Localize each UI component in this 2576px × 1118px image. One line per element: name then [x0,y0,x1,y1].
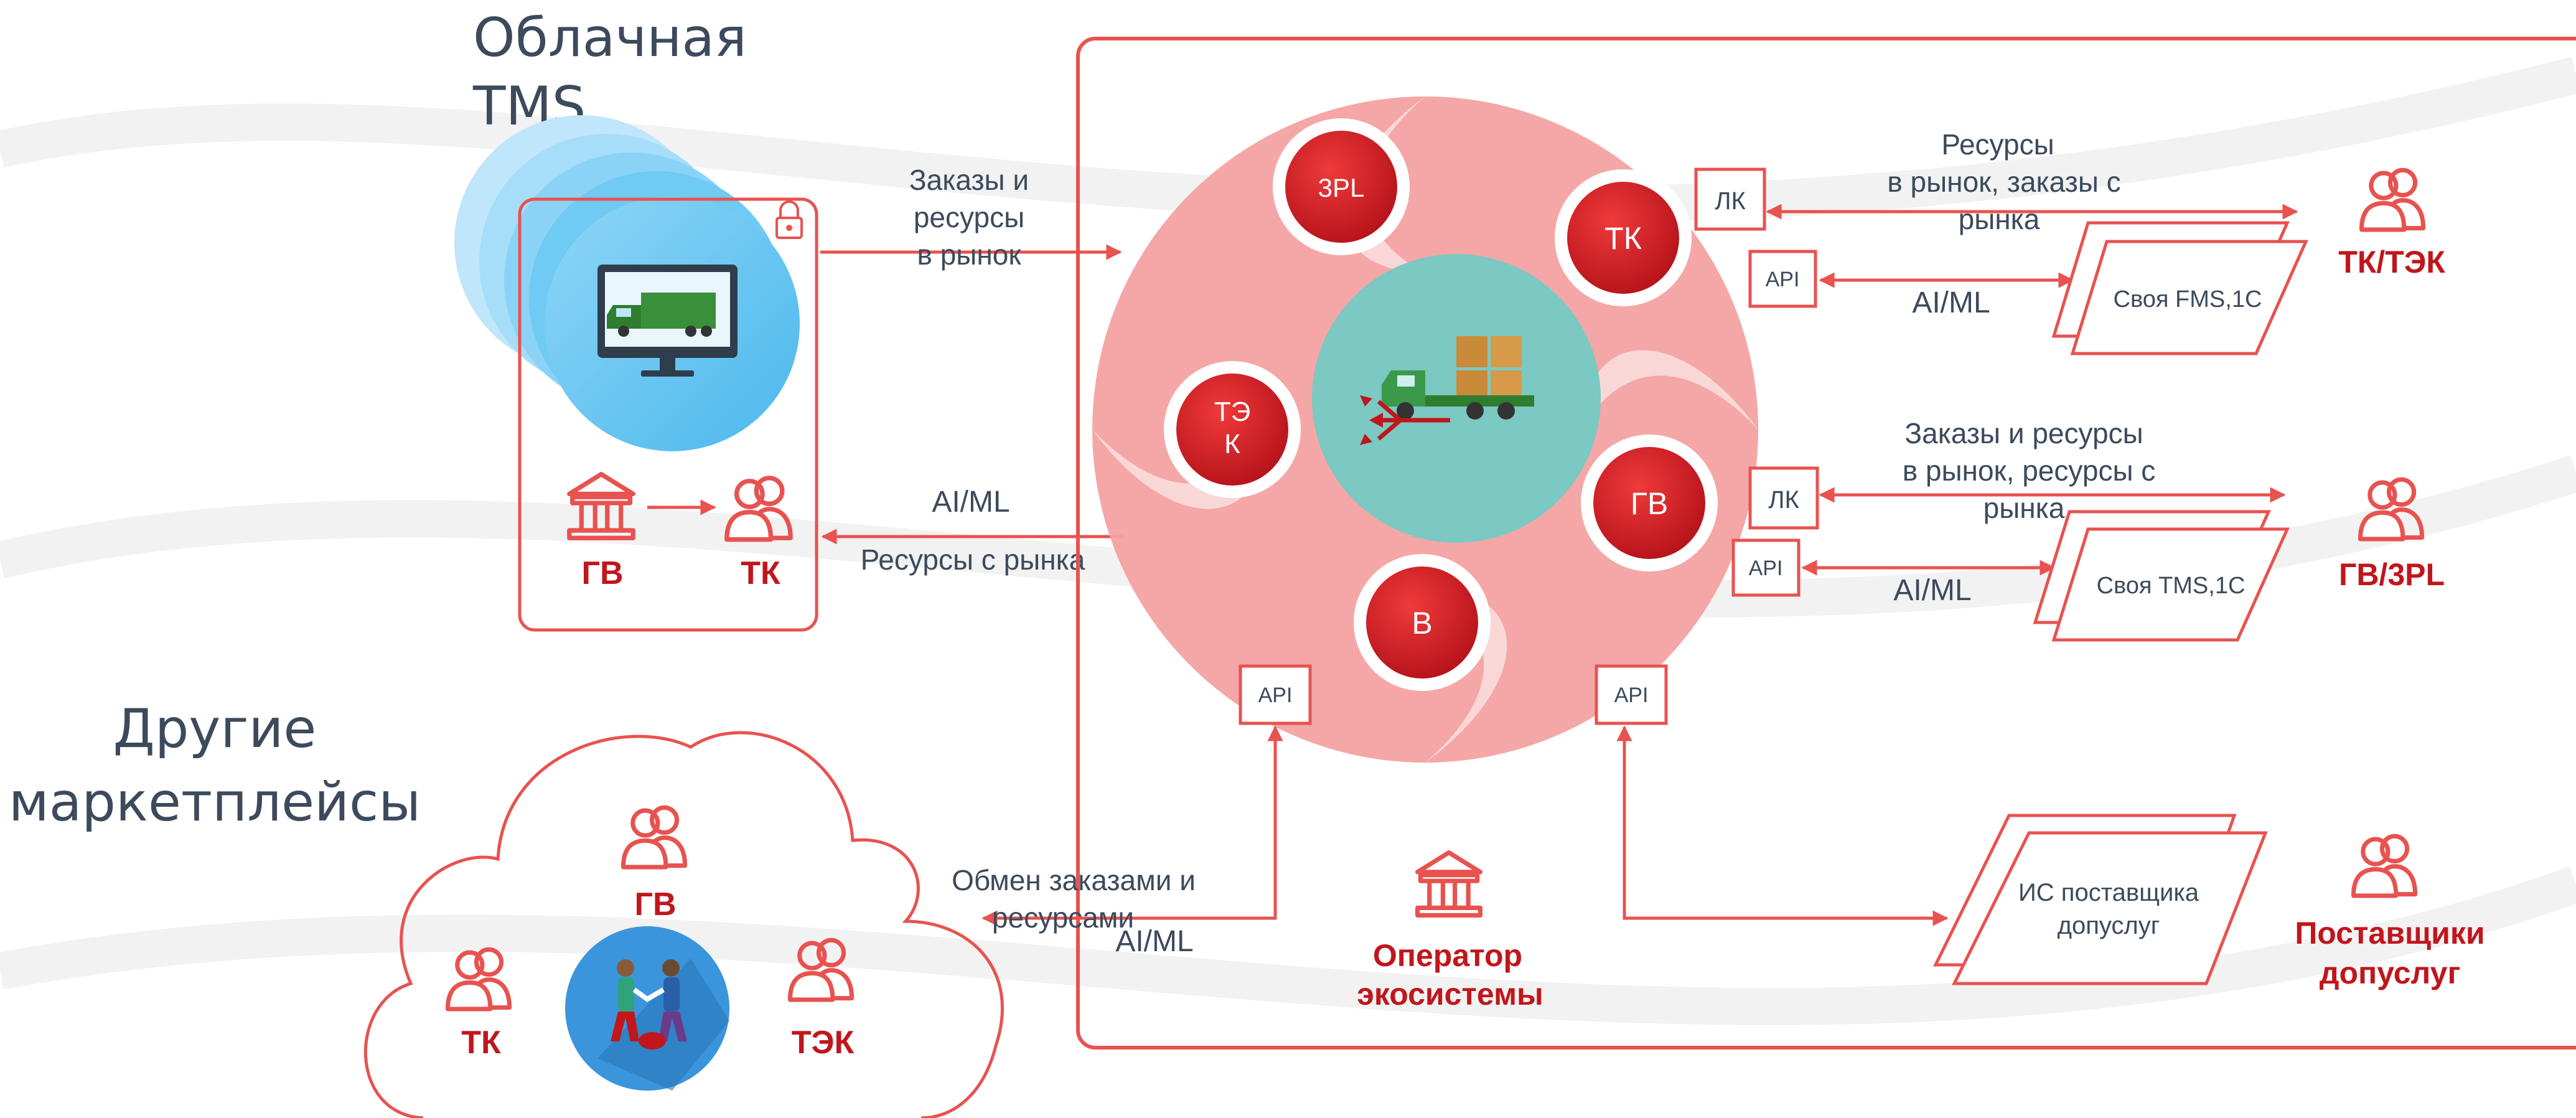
supplier-role-line2: допуслуг [2320,956,2461,990]
node-tek-label-1: ТЭ [1214,397,1251,427]
orders-label-1: Заказы и [909,164,1029,196]
bank-icon [1418,853,1481,916]
node-3pl-label: 3PL [1318,173,1365,202]
fms-label: Своя FMS,1С [2114,286,2262,312]
role-gv-3pl: ГВ/3PL [2339,557,2445,592]
marketplace-aiml: AI/ML [1115,925,1193,958]
monitor-truck-icon [597,265,738,377]
tms-front-sheet [2051,527,2290,642]
role-tk: ТК [741,555,780,591]
node-3pl [1273,118,1410,255]
node-tk [1555,169,1692,306]
api-box-bottom-right [1595,664,1668,725]
middle-row-text-2: в рынок, ресурсы с [1903,454,2156,487]
supplier-role-line1: Поставщики [2295,916,2485,951]
fms-front-sheet [2070,240,2308,355]
people-icon [447,949,509,1009]
people-icon [623,807,685,867]
people-icon [2361,170,2423,230]
hub-truck-icon [1360,336,1534,445]
node-tek [1164,361,1301,498]
top-row-text-2: в рынок, заказы с [1887,166,2120,198]
lk-label-top: ЛК [1715,187,1746,215]
middle-row-aiml: AI/ML [1893,574,1971,607]
marketplace-exchange-arrow [981,725,1283,926]
middle-row-text-3: рынка [1984,492,2065,524]
api-box-top [1748,250,1817,308]
lk-label-middle: ЛК [1768,486,1799,514]
node-tk-label: ТК [1604,221,1642,256]
resources-from-market-label: Ресурсы с рынка [861,543,1085,576]
people-icon [2353,836,2415,896]
role-tk-tek: ТК/ТЭК [2338,245,2445,280]
api-label-bottom-right: API [1614,683,1649,707]
api-label-bottom-left: API [1258,683,1293,707]
cloud-tms-title-line1: Облачная [473,7,747,69]
marketplace-cloud [363,731,1004,1118]
api-box-bottom-left [1239,664,1312,725]
lk-box-middle [1748,466,1819,530]
exchange-line2: ресурсами [992,901,1134,934]
marketplace-role-tk: ТК [461,1025,501,1061]
node-tek-label-2: К [1224,429,1240,459]
supplier-system-line2: допуслуг [2058,912,2160,939]
api-label-middle: API [1749,557,1783,580]
api-label-top: API [1766,268,1800,291]
orders-label-2: ресурсы [914,201,1024,233]
operator-line1: Оператор [1373,938,1522,973]
supplier-arrow [1616,725,1949,926]
marketplaces-title-line1: Другие [113,698,317,760]
supplier-system-line1: ИС поставщика [2018,879,2199,906]
node-v [1354,554,1491,691]
lk-box-top [1694,167,1766,231]
node-gv [1581,435,1718,571]
node-v-label: В [1412,606,1432,641]
middle-row-text-1: Заказы и ресурсы [1904,417,2143,449]
node-gv-label: ГВ [1631,486,1668,521]
operator-line2: экосистемы [1357,977,1543,1012]
ecosystem-frame [1076,37,2576,1050]
exchange-line1: Обмен заказами и [952,864,1196,896]
handshake-icon [565,926,729,1091]
top-row-text-1: Ресурсы [1941,128,2054,161]
marketplaces-title-line2: маркетплейсы [9,771,421,834]
people-icon [790,940,851,1000]
supplier-front-sheet [1951,831,2268,985]
lock-icon [775,200,803,239]
tms-label: Своя TMS,1С [2097,573,2246,599]
marketplace-role-tek: ТЭК [792,1025,855,1061]
marketplace-role-gv: ГВ [634,886,676,923]
role-gv: ГВ [581,555,623,591]
orders-label-3: в рынок [917,238,1022,271]
aiml-left-label: AI/ML [932,486,1009,519]
top-row-text-3: рынка [1959,203,2040,235]
top-row-aiml: AI/ML [1912,286,1990,319]
cloud-tms-frame [518,197,818,632]
api-box-middle [1731,538,1801,597]
